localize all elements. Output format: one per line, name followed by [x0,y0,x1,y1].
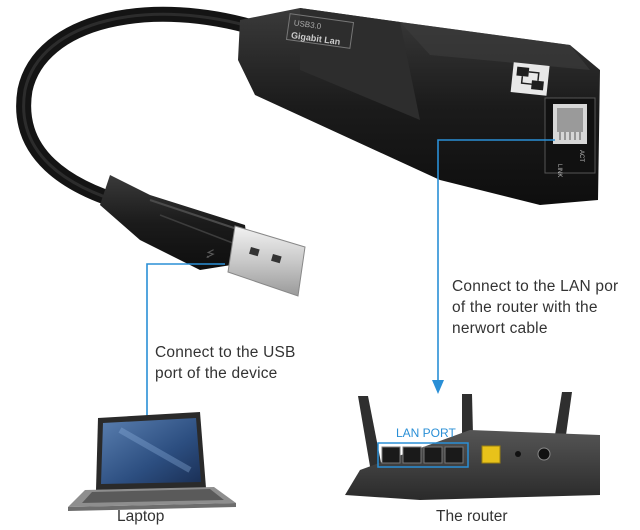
lan-callout-text: Connect to the LAN por of the router wit… [452,278,619,337]
port-act-label: ACT [578,150,584,162]
adapter-body: USB3.0 Gigabit Lan LINK ACT [238,8,600,205]
usb-cable [16,6,270,218]
usb-logo-icon: ⭍ [204,246,217,261]
network-logo-icon [510,62,550,96]
router-port-label: LAN PORT [396,426,456,440]
usb-plug: ⭍ [100,175,306,297]
port-link-label: LINK [556,164,562,177]
rj45-port: LINK ACT [544,97,596,177]
laptop-caption: Laptop [117,508,165,525]
router-illustration: LAN PORT [345,392,600,500]
adapter-label-line1: USB3.0 [293,18,322,31]
leader-lines [146,139,555,420]
usb-callout-text: Connect to the USB port of the device [155,344,296,382]
router-caption: The router [436,508,508,525]
laptop-illustration [68,412,236,511]
